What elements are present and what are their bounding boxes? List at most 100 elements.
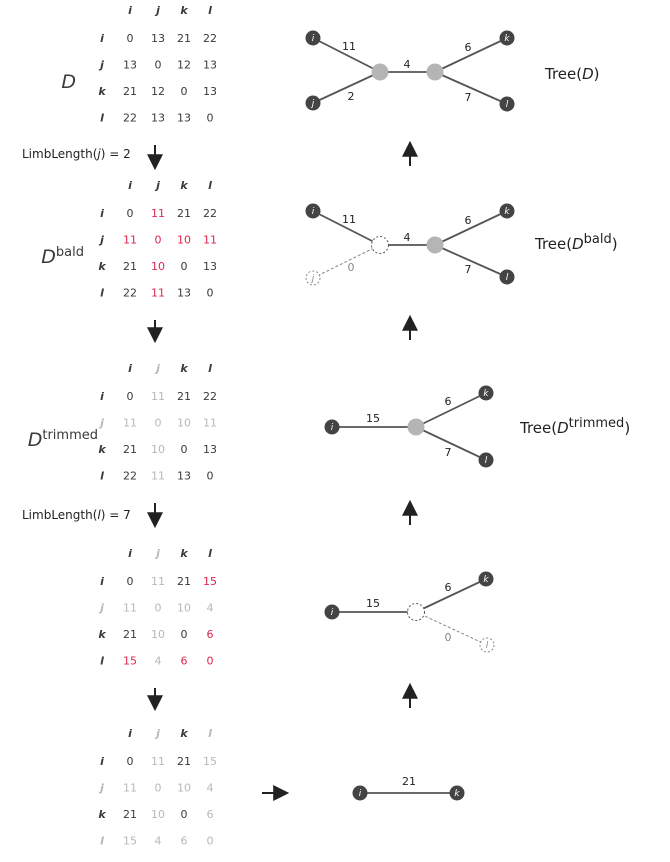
matrix-row-label: k [98, 85, 106, 98]
matrix-cell: 22 [203, 390, 217, 403]
leaf-node: l [499, 269, 515, 285]
edge-weight: 11 [342, 213, 356, 226]
limb-length-prefix: LimbLength( [22, 147, 97, 161]
matrix-row-label: k [98, 260, 106, 273]
matrix-column-header: i [128, 362, 132, 375]
tree-edge [434, 210, 508, 246]
limb-length-value: ) = 7 [101, 508, 131, 522]
leaf-node: l [478, 452, 494, 468]
leaf-label: k [483, 389, 489, 399]
edge-weight: 6 [465, 41, 472, 54]
matrix-cell: 4 [207, 782, 214, 795]
matrix-cell: 0 [155, 59, 162, 72]
leaf-label: j [310, 99, 315, 109]
tree-title-suffix: ) [612, 235, 618, 253]
leaf-node: k [449, 785, 465, 801]
edge-weight: 15 [366, 597, 380, 610]
matrix-cell: 12 [151, 85, 165, 98]
limb-length-value: ) = 2 [101, 147, 131, 161]
matrix-name-superscript: trimmed [42, 428, 98, 443]
matrix-cell: 11 [203, 234, 217, 247]
dashed-edge [415, 611, 488, 646]
matrix-row-label: l [100, 835, 104, 848]
matrix-column-header: k [180, 547, 188, 560]
matrix-cell: 0 [207, 287, 214, 300]
matrix-cell: 21 [177, 575, 191, 588]
tree-edge [415, 392, 487, 428]
edge-weight: 2 [348, 90, 355, 103]
limb-length-variable: l [97, 508, 101, 522]
matrix-column-header: l [208, 179, 212, 192]
leaf-circle [305, 30, 321, 46]
matrix-cell: 10 [177, 234, 191, 247]
matrix-name-superscript: bald [56, 245, 84, 260]
matrix-row-label: l [100, 655, 104, 668]
leaf-node: i [305, 30, 321, 46]
matrix-row-label: k [98, 628, 106, 641]
leaf-circle [499, 30, 515, 46]
matrix-name: Dbald [41, 245, 84, 268]
leaf-node: i [324, 419, 340, 435]
leaf-node: i [305, 203, 321, 219]
limb-length-label: LimbLength(l) = 7 [22, 508, 131, 522]
leaf-label: l [506, 100, 509, 110]
matrix-cell: 0 [181, 85, 188, 98]
matrix-row-label: k [98, 808, 106, 821]
matrix-cell: 22 [123, 112, 137, 125]
internal-node [407, 418, 425, 436]
leaf-label: k [504, 207, 510, 217]
matrix-cell: 11 [123, 782, 137, 795]
leaf-node: k [499, 30, 515, 46]
matrix-cell: 21 [123, 85, 137, 98]
matrix-column-header: l [208, 727, 212, 740]
leaf-circle [305, 270, 321, 286]
leaf-circle [352, 785, 368, 801]
tree-title-superscript: trimmed [569, 416, 625, 431]
matrix-row-label: j [98, 782, 104, 795]
leaf-circle [478, 571, 494, 587]
leaf-node: i [352, 785, 368, 801]
edge-weight: 6 [465, 214, 472, 227]
matrix-cell: 21 [123, 628, 137, 641]
matrix-cell: 10 [177, 782, 191, 795]
leaf-node: l [499, 96, 515, 112]
matrix-column-header: i [128, 727, 132, 740]
matrix-cell: 21 [177, 207, 191, 220]
tree-title-variable: D [557, 419, 569, 437]
matrix-row-label: l [100, 470, 104, 483]
tree-edge [415, 578, 487, 613]
leaf-circle [499, 96, 515, 112]
matrix-cell: 10 [151, 628, 165, 641]
tree-title-prefix: Tree( [534, 235, 572, 253]
tree-edge [434, 71, 508, 105]
limb-length-variable: j [95, 147, 101, 161]
matrix-cell: 10 [177, 602, 191, 615]
matrix-cell: 13 [151, 32, 165, 45]
tree-base-ik: i k 21 [352, 775, 465, 801]
matrix-cell: 15 [203, 575, 217, 588]
matrix-row-label: i [100, 390, 104, 403]
matrix-cell: 21 [123, 443, 137, 456]
internal-node [371, 236, 389, 254]
leaf-label: l [506, 273, 509, 283]
matrix-cell: 13 [177, 470, 191, 483]
matrix-cell: 11 [151, 575, 165, 588]
dashed-edge [312, 244, 381, 279]
matrix-row-label: k [98, 443, 106, 456]
matrix-cell: 0 [155, 417, 162, 430]
edge-weight: 21 [402, 775, 416, 788]
tree-edge [312, 210, 381, 246]
matrix-column-header: j [154, 179, 160, 192]
matrix-column-header: j [154, 547, 160, 560]
leaf-label: k [454, 789, 460, 799]
leaf-label: l [485, 456, 488, 466]
leaf-label: k [504, 34, 510, 44]
matrix-cell: 0 [127, 207, 134, 220]
leaf-label: i [331, 608, 334, 618]
tree-edge [434, 244, 508, 278]
edge-weight: 15 [366, 412, 380, 425]
